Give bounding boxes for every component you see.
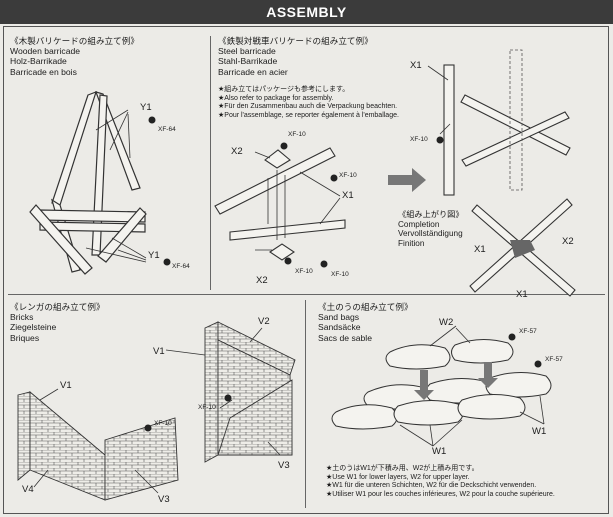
bricks-title-jp: 《レンガの組み立て例》 xyxy=(10,302,105,312)
completion-title-de: Vervollständigung xyxy=(398,229,463,239)
wooden-title-en: Wooden barricade xyxy=(10,46,81,57)
bricks-label-v3-right: V3 xyxy=(278,460,290,471)
bricks-label-xf10-right: XF-10 xyxy=(198,404,216,411)
wooden-label-y1-top: Y1 xyxy=(140,102,152,113)
bricks-label-v1-right: V1 xyxy=(153,346,165,357)
sandbags-note-jp: ★土のうはW1が下積み用、W2が上積み用です。 xyxy=(326,465,479,472)
steel-label-x1-assembly: X1 xyxy=(410,60,422,71)
steel-notes: ★組み立てはパッケージも参考にします。 ★Also refer to packa… xyxy=(218,86,408,120)
bricks-label-v4: V4 xyxy=(22,484,34,495)
bricks-title: 《レンガの組み立て例》 Bricks Ziegelsteine Briques xyxy=(10,302,105,343)
bricks-label-v3-left: V3 xyxy=(158,494,170,505)
steel-title-jp: 《鉄製対戦車バリケードの組み立て例》 xyxy=(218,36,373,46)
wooden-title-jp: 《木製バリケードの組み立て例》 xyxy=(10,36,139,46)
steel-label-xf10-plate-bottom: XF-10 xyxy=(295,268,313,275)
steel-title: 《鉄製対戦車バリケードの組み立て例》 Steel barricade Stahl… xyxy=(218,36,373,77)
sandbags-label-w1-center: W1 xyxy=(432,446,447,457)
sandbags-label-w2: W2 xyxy=(439,317,454,328)
steel-title-de: Stahl-Barrikade xyxy=(218,56,278,67)
completion-title-en: Completion xyxy=(398,219,440,229)
completion-label-x2: X2 xyxy=(562,236,574,247)
completion-label-x1-left: X1 xyxy=(474,244,486,255)
wooden-label-xf64-bottom: XF-64 xyxy=(172,263,190,270)
steel-note-en: ★Also refer to package for assembly. xyxy=(218,94,334,102)
bricks-label-v1-left: V1 xyxy=(60,380,72,391)
sandbags-label-xf57-right: XF-57 xyxy=(545,356,563,363)
sandbags-note-de: ★W1 für die unteren Schichten, W2 für di… xyxy=(326,482,537,490)
sandbags-notes: ★土のうはW1が下積み用、W2が上積み用です。 ★Use W1 for lowe… xyxy=(326,465,604,499)
completion-title-jp: 《組み上がり図》 xyxy=(398,210,464,219)
sandbags-label-xf57-top: XF-57 xyxy=(519,328,537,335)
steel-note-fr: ★Pour l'assemblage, se reporter égalemen… xyxy=(218,111,399,119)
bricks-title-en: Bricks xyxy=(10,312,34,323)
sandbags-title: 《土のうの組み立て例》 Sand bags Sandsäcke Sacs de … xyxy=(318,302,413,343)
wooden-label-y1-bottom: Y1 xyxy=(148,250,160,261)
sandbags-title-jp: 《土のうの組み立て例》 xyxy=(318,302,413,312)
steel-note-de: ★Für den Zusammenbau auch die Verpackung… xyxy=(218,103,398,111)
wooden-title: 《木製バリケードの組み立て例》 Wooden barricade Holz-Ba… xyxy=(10,36,139,77)
horizontal-divider xyxy=(8,294,605,295)
bricks-label-xf10-left: XF-10 xyxy=(154,420,172,427)
completion-title: 《組み上がり図》 Completion Vervollständigung Fi… xyxy=(398,210,464,248)
wooden-label-xf64-top: XF-64 xyxy=(158,126,176,133)
bricks-title-de: Ziegelsteine xyxy=(10,322,57,333)
sandbags-note-fr: ★Utiliser W1 pour les couches inférieure… xyxy=(326,490,555,498)
steel-note-jp: ★組み立てはパッケージも参考にします。 xyxy=(218,86,350,93)
bricks-label-v2: V2 xyxy=(258,316,270,327)
vertical-divider xyxy=(210,36,211,290)
steel-title-en: Steel barricade xyxy=(218,46,276,57)
bricks-title-fr: Briques xyxy=(10,332,40,343)
content-frame xyxy=(3,26,609,514)
steel-label-xf10-beam: XF-10 xyxy=(339,172,357,179)
wooden-title-de: Holz-Barrikade xyxy=(10,56,67,67)
steel-label-xf10-assembly: XF-10 xyxy=(410,136,428,143)
steel-label-x2-bottom: X2 xyxy=(256,275,268,286)
sandbags-note-en: ★Use W1 for lower layers, W2 for upper l… xyxy=(326,473,470,481)
steel-label-x2-top: X2 xyxy=(231,146,243,157)
sandbags-label-w1-right: W1 xyxy=(532,426,547,437)
assembly-header: ASSEMBLY xyxy=(0,0,613,24)
steel-title-fr: Barricade en acier xyxy=(218,66,288,77)
sandbags-title-de: Sandsäcke xyxy=(318,322,361,333)
steel-label-xf10-plate-top: XF-10 xyxy=(288,131,306,138)
steel-label-x1: X1 xyxy=(342,190,354,201)
wooden-title-fr: Barricade en bois xyxy=(10,66,77,77)
lower-vertical-divider xyxy=(305,300,306,508)
sandbags-title-fr: Sacs de sable xyxy=(318,332,372,343)
steel-label-xf10-lower-beam: XF-10 xyxy=(331,271,349,278)
sandbags-title-en: Sand bags xyxy=(318,312,360,323)
completion-title-fr: Finition xyxy=(398,238,425,248)
completion-label-x1-bottom: X1 xyxy=(516,289,528,300)
